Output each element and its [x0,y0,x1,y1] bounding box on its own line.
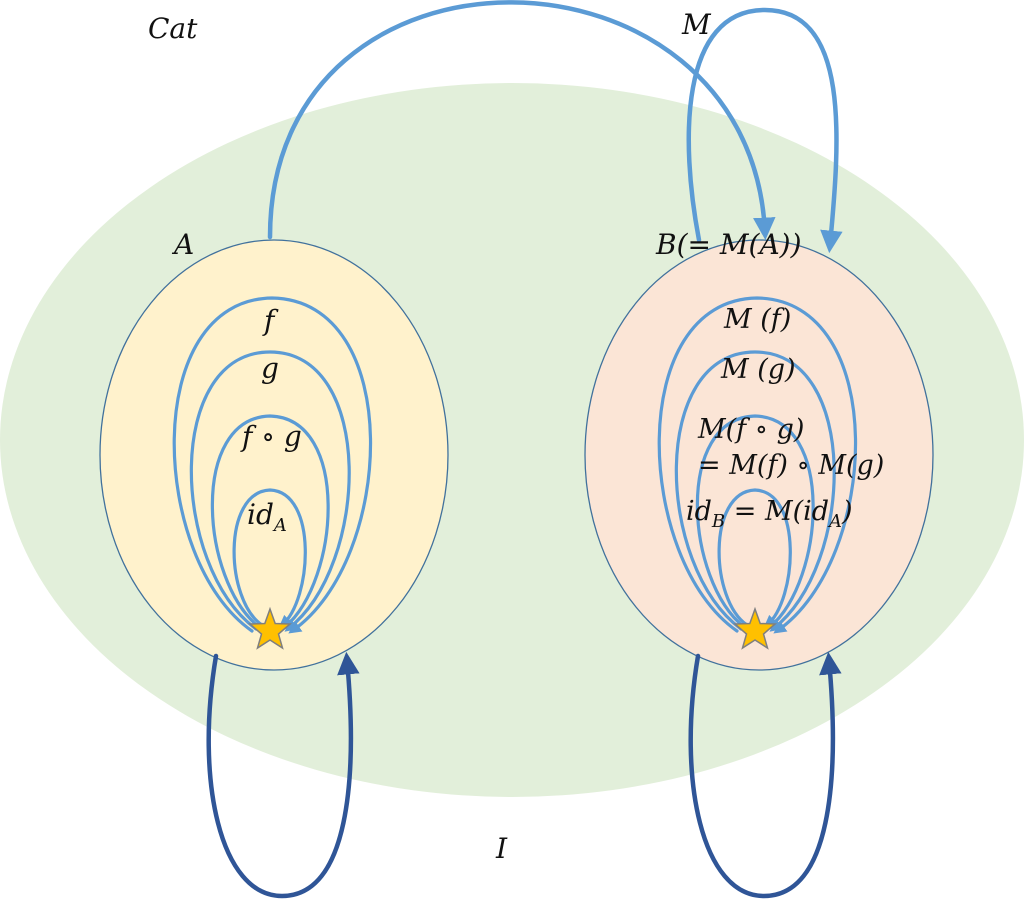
morphism-loop-mf [657,296,858,634]
morphism-id-b-base: id [686,496,712,527]
morphism-loop-g [189,350,351,632]
morphism-loop-mfg [695,414,815,630]
morphism-fg-label: f ∘ g [240,420,302,453]
morphism-loop-mg [674,350,836,632]
morphism-id-b-mid: = M(id [725,496,829,527]
morphism-loops-a [172,296,373,634]
functor-m-arrow-morphisms [686,7,843,254]
morphism-mfg-label-line1: M(f ∘ g) [697,414,804,445]
morphism-mg-label: M (g) [720,354,796,385]
star-icon [733,606,777,650]
morphism-id-a-base: id [247,498,274,531]
morphism-id-b-end: ) [841,496,853,527]
morphism-id-b-sub2: A [827,511,842,532]
functor-m-label: M [681,8,712,41]
morphism-g-label: g [261,352,279,385]
morphism-loop-id-a [232,488,307,628]
star-icon [248,606,292,650]
morphism-mf-label: M (f) [723,304,791,335]
identity-functor-arrow-b [688,651,842,899]
morphism-id-a-sub: A [272,515,287,536]
morphism-id-a-label: idA [247,498,287,536]
morphism-mfg-label-line2: = M(f) ∘ M(g) [698,450,884,481]
morphism-id-b-sub: B [711,511,725,532]
category-label: Cat [148,12,198,45]
object-a-label: A [171,228,194,261]
object-a [99,239,449,671]
object-b-label: B(= M(A)) [655,228,802,261]
functor-m-arrow-objects [267,0,776,241]
identity-functor-label: I [495,832,508,865]
morphism-loop-id-b [717,488,792,628]
morphism-loop-f [172,296,373,634]
morphism-loop-fg [210,414,330,630]
identity-functor-arrow-a [206,651,360,899]
morphism-id-b-label: idB = M(idA) [686,496,853,532]
morphism-loops-b [657,296,858,634]
